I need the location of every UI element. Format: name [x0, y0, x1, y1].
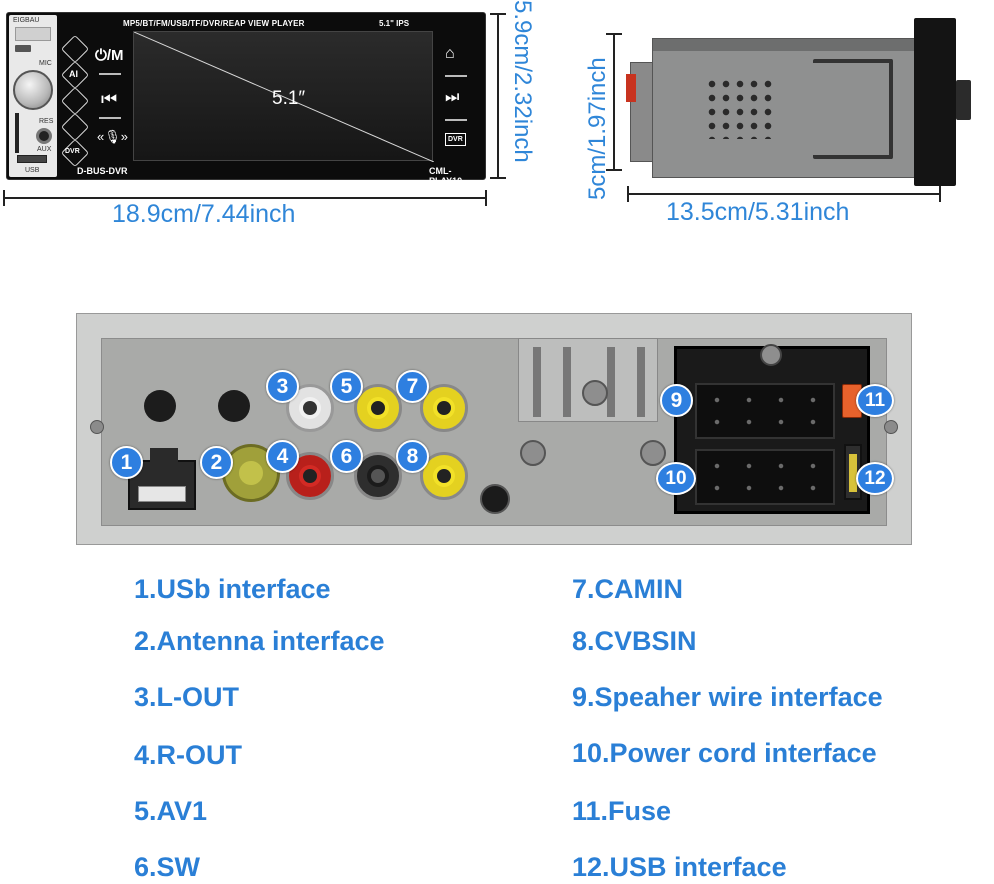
mic-label: MIC	[39, 60, 52, 67]
badge-3: 3	[266, 370, 299, 403]
vent-slot	[607, 347, 615, 417]
mid-screw-2	[640, 440, 666, 466]
legend-item-1: 1.USb interface	[134, 574, 331, 604]
ai-touch-label: AI	[69, 69, 78, 79]
badge-1: 1	[110, 446, 143, 479]
vent-slot	[563, 347, 571, 417]
iso-connector[interactable]	[674, 346, 870, 514]
badge-4: 4	[266, 440, 299, 473]
rca-center	[303, 401, 317, 415]
vent-slot	[637, 347, 645, 417]
legend-item-2: 2.Antenna interface	[134, 626, 385, 656]
badge-8: 8	[396, 440, 429, 473]
diagonal-line	[134, 32, 434, 162]
side-vent-grid	[705, 77, 775, 139]
top-feature-text: MP5/BT/FM/USB/TF/DVR/REAP VIEW PLAYER	[123, 19, 305, 28]
legend-item-6: 6.SW	[134, 852, 201, 882]
front-height-dimension: 5.9cm/2.32inch	[509, 0, 536, 163]
iso-pins-lower	[701, 455, 831, 501]
dvr-right-button[interactable]: DVR	[445, 133, 466, 146]
rca-r-out[interactable]	[286, 452, 334, 500]
vent-slot	[533, 347, 541, 417]
mic-icon[interactable]: «🎙»	[97, 129, 128, 144]
badge-2: 2	[200, 446, 233, 479]
side-knob	[956, 80, 971, 120]
display-screen: 5.1″	[133, 31, 434, 162]
volume-knob[interactable]	[13, 70, 53, 110]
res-label: RES	[39, 118, 54, 125]
mount-hole-1	[144, 390, 176, 422]
home-icon[interactable]: ⌂	[445, 45, 455, 62]
sd-slot	[15, 45, 31, 52]
small-screw-left	[90, 420, 104, 434]
legend-item-11: 11.Fuse	[572, 796, 672, 826]
side-height-dimension: 5cm/1.97inch	[584, 57, 611, 200]
front-dimension-lines	[3, 13, 941, 206]
left-model-label: D-BUS-DVR	[77, 166, 128, 176]
side-body	[652, 38, 917, 178]
usb-port-front[interactable]	[17, 155, 47, 163]
legend-item-12: 12.USB interface	[572, 852, 787, 882]
legend-item-9: 9.Speaher wire interface	[572, 682, 883, 712]
mount-hole-2	[218, 390, 250, 422]
side-bracket-slots	[813, 59, 893, 159]
iso-pins-upper	[701, 389, 831, 435]
legend-item-4: 4.R-OUT	[134, 740, 242, 770]
rca-center	[437, 469, 451, 483]
legend-item-7: 7.CAMIN	[572, 574, 684, 604]
next-track-icon[interactable]: ⏭	[445, 89, 460, 106]
badge-5: 5	[330, 370, 363, 403]
depth-dimension: 13.5cm/5.31inch	[666, 198, 850, 226]
legend-item-8: 8.CVBSIN	[572, 626, 697, 656]
right-model-label: CML- PLAY10	[429, 166, 463, 186]
divider-1	[99, 73, 121, 75]
vent-block	[518, 338, 658, 422]
badge-7: 7	[396, 370, 429, 403]
badge-9: 9	[660, 384, 693, 417]
badge-10: 10	[656, 462, 696, 495]
divider-3	[445, 75, 467, 77]
side-view	[626, 18, 971, 188]
usb-label: USB	[25, 167, 40, 174]
usb-port-tab	[150, 448, 178, 462]
badge-6: 6	[330, 440, 363, 473]
screen-size-label: 5.1″	[272, 88, 306, 109]
badge-11: 11	[856, 384, 894, 417]
usb-top-label: EIGBAU	[13, 17, 40, 24]
rca-center	[303, 469, 317, 483]
legend-item-10: 10.Power cord interface	[572, 738, 877, 768]
side-red-connector	[626, 74, 636, 102]
legend-item-5: 5.AV1	[134, 796, 208, 826]
top-screw	[760, 344, 782, 366]
side-front-faceplate	[914, 18, 956, 186]
rca-center	[371, 469, 385, 483]
switches	[15, 27, 51, 41]
side-top-rail	[653, 39, 917, 51]
prev-track-icon[interactable]: ⏮	[101, 89, 118, 109]
rca-center	[437, 401, 451, 415]
mid-screw-1	[520, 440, 546, 466]
usb-port-inner	[138, 486, 186, 502]
width-dimension: 18.9cm/7.44inch	[112, 200, 296, 228]
front-panel: EIGBAU MIC RES AUX USB AI DVR ⏻/M ⏮ «🎙» …	[6, 12, 486, 186]
small-usb-inner	[849, 454, 857, 492]
badge-12: 12	[856, 462, 894, 495]
divider-2	[99, 117, 121, 119]
front-left-controls: EIGBAU MIC RES AUX USB	[9, 15, 57, 177]
ips-text: 5.1" IPS	[379, 19, 410, 28]
small-screw-right	[884, 420, 898, 434]
touch-buttons-left: AI DVR ⏻/M ⏮ «🎙»	[60, 33, 141, 168]
tf-slot	[15, 113, 19, 153]
aux-label: AUX	[37, 146, 52, 153]
legend-item-3: 3.L-OUT	[134, 682, 239, 712]
antenna-center	[239, 461, 263, 485]
divider-4	[445, 119, 467, 121]
mid-screw-3	[582, 380, 608, 406]
dvr-touch-label: DVR	[65, 148, 80, 155]
aux-jack[interactable]	[36, 128, 52, 144]
rca-center	[371, 401, 385, 415]
round-connector[interactable]	[480, 484, 510, 514]
power-mode-button[interactable]: ⏻/M	[95, 47, 124, 64]
